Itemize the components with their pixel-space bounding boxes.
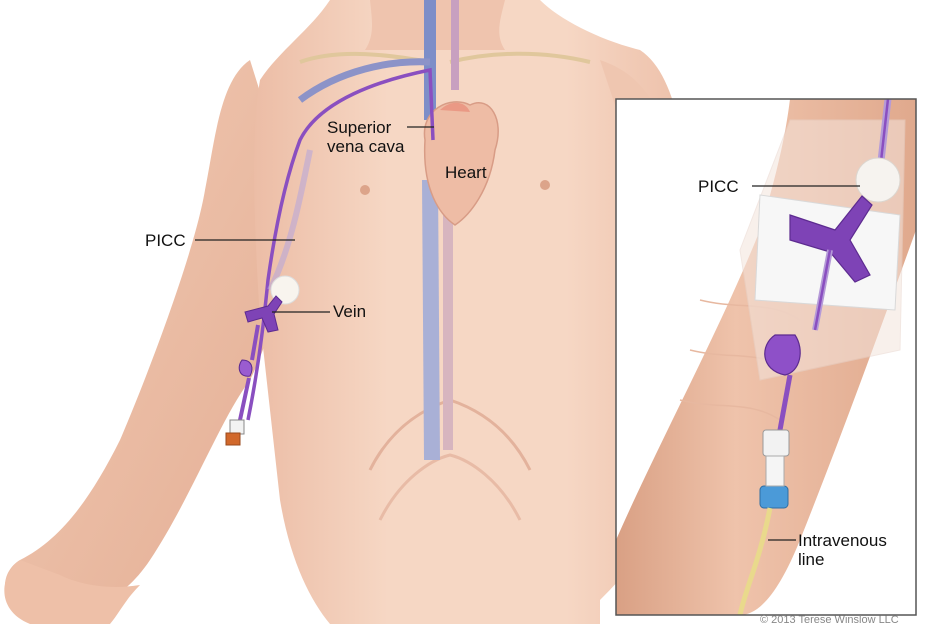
label-svc-line2: vena cava <box>327 137 405 156</box>
label-superior-vena-cava: Superior vena cava <box>327 118 405 156</box>
picc-catheter-main <box>225 67 435 446</box>
label-intravenous-line: Intravenous line <box>798 531 887 569</box>
inset-panel <box>615 98 917 616</box>
label-picc-inset: PICC <box>698 177 739 196</box>
inset-border <box>615 98 917 616</box>
copyright-notice: © 2013 Terese Winslow LLC <box>760 614 899 626</box>
leader-lines-inset <box>752 185 860 541</box>
label-picc-main: PICC <box>145 231 186 250</box>
label-svc-line1: Superior <box>327 118 392 137</box>
leader-lines-main <box>195 126 434 313</box>
heart <box>423 101 499 226</box>
label-vein: Vein <box>333 302 367 321</box>
body-torso <box>4 0 700 624</box>
label-iv-line2: line <box>798 550 825 569</box>
label-heart: Heart <box>445 163 487 182</box>
label-iv-line1: Intravenous <box>798 531 887 550</box>
